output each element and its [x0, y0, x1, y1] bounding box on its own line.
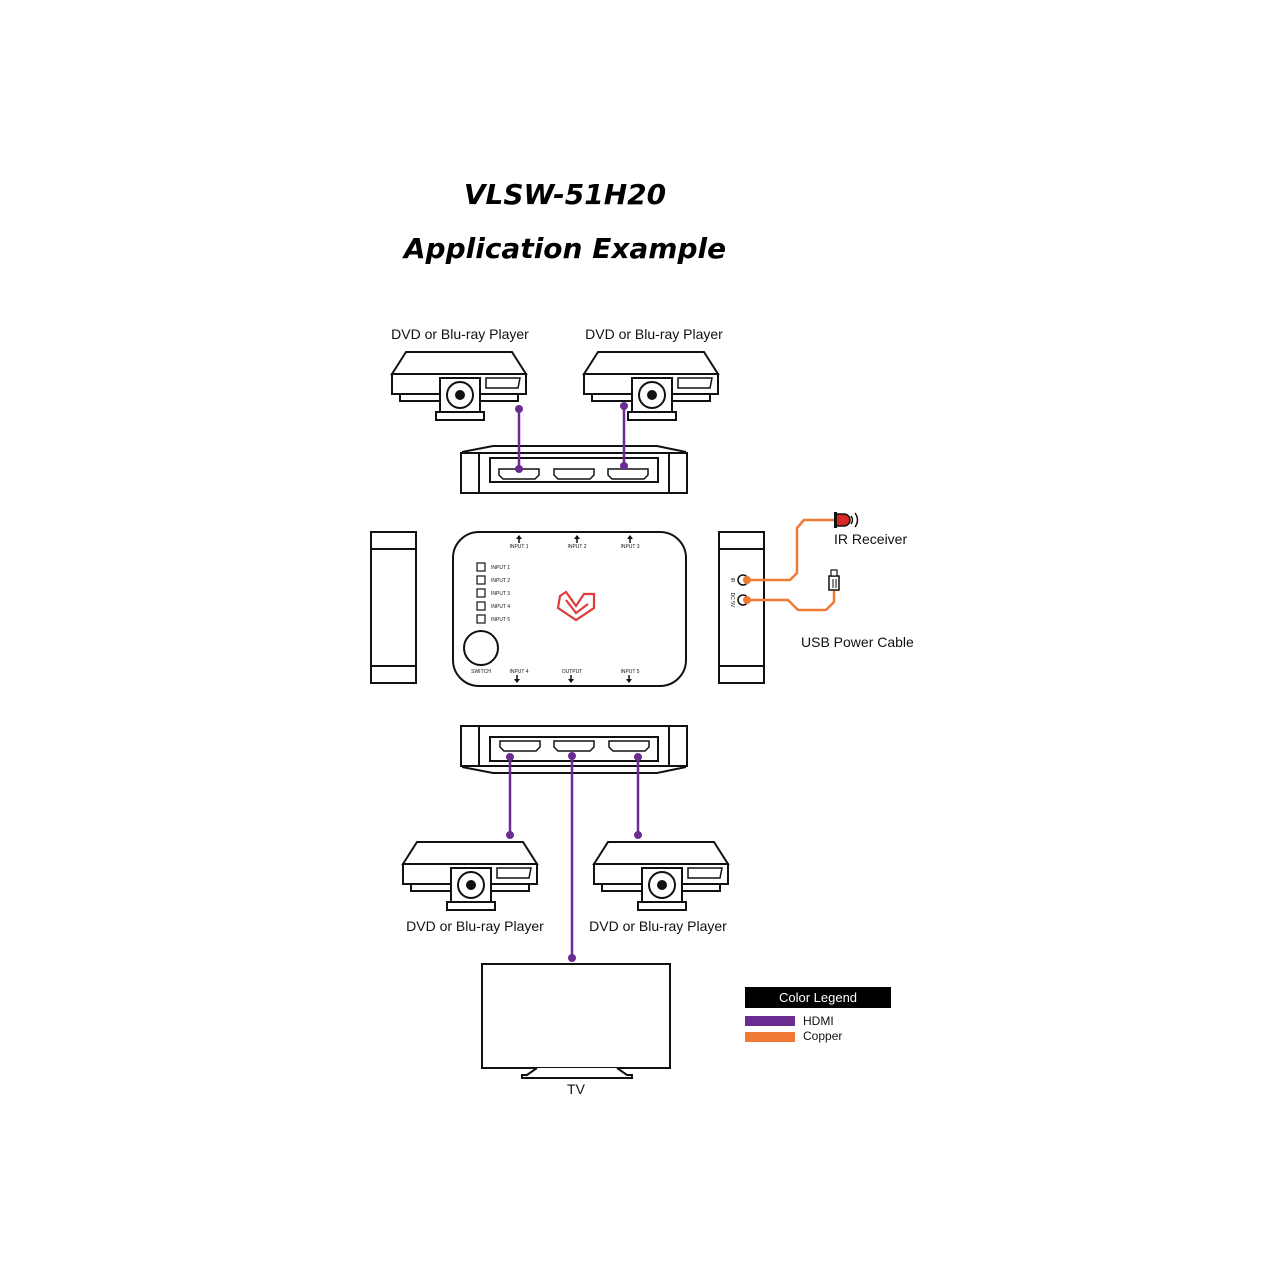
- player-top-left-label: DVD or Blu-ray Player: [391, 326, 529, 342]
- player-bottom-left-label: DVD or Blu-ray Player: [406, 918, 544, 934]
- port-label-top-1: INPUT 1: [509, 544, 528, 550]
- legend-title: Color Legend: [779, 990, 857, 1005]
- legend-label-copper: Copper: [803, 1029, 842, 1043]
- port-label-top-2: INPUT 2: [567, 544, 586, 550]
- side-port-ir: IR: [729, 578, 735, 583]
- player-top-left: [391, 351, 527, 421]
- switch-button-label: SWITCH: [471, 669, 491, 675]
- led-label-2: INPUT 2: [491, 578, 510, 584]
- led-label-5: INPUT 5: [491, 617, 510, 623]
- ir-receiver-icon: [834, 512, 859, 528]
- player-top-right-label: DVD or Blu-ray Player: [585, 326, 723, 342]
- hdmi-cable-top: [515, 402, 628, 473]
- port-label-bottom-2: OUTPUT: [562, 669, 583, 675]
- led-label-4: INPUT 4: [491, 604, 510, 610]
- usb-plug-icon: [828, 569, 840, 591]
- diagram-title: VLSW-51H20: [464, 178, 666, 211]
- player-bottom-left: [402, 841, 538, 911]
- side-port-dc: DC 5V: [729, 593, 735, 608]
- switch-right-side: IR DC 5V: [718, 531, 765, 684]
- tv-label: TV: [567, 1081, 586, 1097]
- hdmi-cable-bottom: [506, 752, 642, 962]
- player-bottom-right: [593, 841, 729, 911]
- led-label-3: INPUT 3: [491, 591, 510, 597]
- legend-label-hdmi: HDMI: [803, 1014, 834, 1028]
- port-label-bottom-3: INPUT 5: [620, 669, 639, 675]
- switch-button: [463, 630, 499, 666]
- legend-swatch-hdmi: [745, 1016, 795, 1026]
- led-label-1: INPUT 1: [491, 565, 510, 571]
- port-label-bottom-1: INPUT 4: [509, 669, 528, 675]
- copper-cables: [747, 518, 836, 612]
- switch-top-panel: INPUT 1 INPUT 2 INPUT 3 INPUT 1 INPUT 2 …: [452, 531, 687, 687]
- ir-receiver-label: IR Receiver: [834, 531, 907, 547]
- legend-swatch-copper: [745, 1032, 795, 1042]
- port-label-top-3: INPUT 3: [620, 544, 639, 550]
- usb-power-label: USB Power Cable: [801, 634, 914, 650]
- brand-logo: [556, 590, 596, 622]
- switch-left-side: [370, 531, 417, 684]
- tv: [481, 963, 671, 1079]
- player-bottom-right-label: DVD or Blu-ray Player: [589, 918, 727, 934]
- diagram-subtitle: Application Example: [402, 232, 726, 265]
- switch-back-view: [460, 725, 688, 774]
- player-top-right: [583, 351, 719, 421]
- switch-front-view: [460, 445, 688, 494]
- color-legend: Color Legend HDMI Copper: [745, 987, 891, 1043]
